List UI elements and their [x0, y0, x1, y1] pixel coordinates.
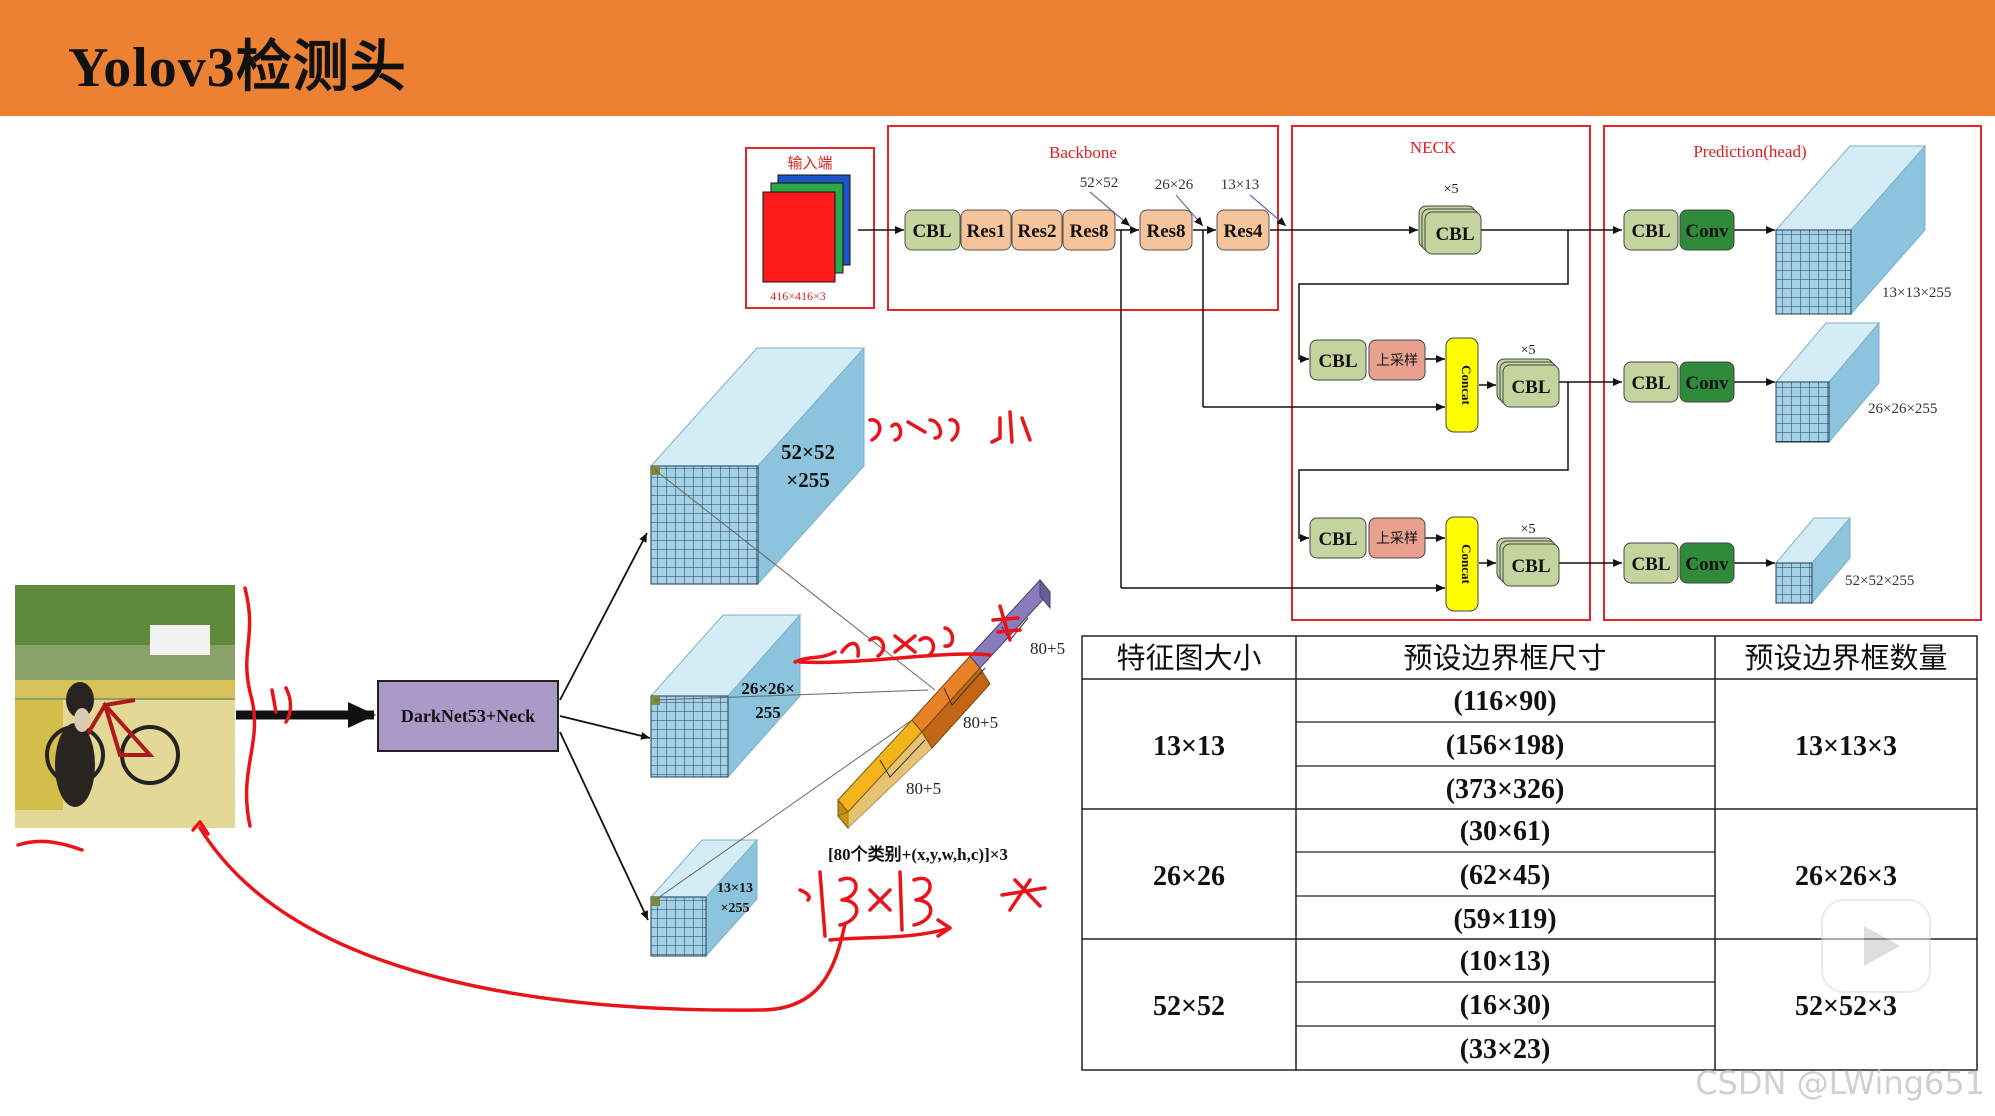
feature-cube-mid: 26×26× 255 [649, 613, 802, 779]
neck-upsample-bottom: 上采样 [1376, 531, 1418, 547]
bar-label-mid: 80+5 [963, 713, 998, 732]
darknet-neck-box: DarkNet53+Neck [236, 680, 559, 752]
anchor-vector-bars: 80+5 80+5 80+5 [80个类别+(x,y,w,h,c)]×3 [654, 469, 1065, 901]
table-count-13: 13×13×3 [1795, 731, 1897, 762]
input-photo [15, 585, 235, 828]
table-anchor-1-1: (62×45) [1460, 860, 1551, 891]
title-bar: Yolov3检测头 [0, 0, 1995, 116]
table-count-52: 52×52×3 [1795, 991, 1897, 1022]
table-header-anchors: 预设边界框尺寸 [1403, 641, 1606, 675]
head-output-label-3: 52×52×255 [1845, 573, 1914, 589]
table-size-52: 52×52 [1153, 991, 1225, 1022]
backbone-blocks: CBL Res1 Res2 Res8 Res8 Res4 52×52 26×26… [858, 175, 1287, 251]
table-header-size: 特征图大小 [1116, 641, 1261, 675]
table-anchor-1-0: (30×61) [1460, 816, 1551, 847]
backbone-label: Backbone [1049, 143, 1117, 162]
neck-cbl-top-text: CBL [1435, 224, 1474, 245]
neck-frame [1291, 125, 1591, 621]
backbone-block-cbl: CBL [912, 221, 951, 242]
head-output-label-1: 13×13×255 [1882, 285, 1951, 301]
bar-label-top: 80+5 [1030, 639, 1065, 658]
neck-concat-mid: Concat [1459, 365, 1474, 405]
repeat-label-top: ×5 [1444, 182, 1459, 197]
neck-row-mid: CBL 上采样 Concat ×5 CBL [1309, 337, 1560, 433]
cube-large-line-2: ×255 [786, 468, 829, 492]
table-header-count: 预设边界框数量 [1744, 641, 1947, 675]
input-label: 输入端 [787, 155, 832, 172]
head-cbl-1: CBL [1631, 221, 1670, 242]
head-conv-1: Conv [1685, 221, 1729, 242]
cube-small-line-2: ×255 [721, 901, 750, 916]
head-frame [1603, 125, 1982, 621]
head-output-label-2: 26×26×255 [1868, 401, 1937, 417]
backbone-block-res2: Res2 [1017, 221, 1056, 242]
input-stage: 输入端 416×416×3 [745, 147, 875, 309]
handwritten-annotations [16, 410, 1047, 1012]
backbone-block-res8-a: Res8 [1069, 221, 1108, 242]
neck-concat-bottom: Concat [1459, 544, 1474, 584]
backbone-block-res1: Res1 [966, 221, 1005, 242]
head-conv-2: Conv [1685, 373, 1729, 394]
table-size-26: 26×26 [1153, 861, 1225, 892]
formula-label: [80个类别+(x,y,w,h,c)]×3 [828, 844, 1008, 864]
cube-small-line-1: 13×13 [717, 881, 753, 896]
table-anchor-2-1: (16×30) [1460, 990, 1551, 1021]
page-title: Yolov3检测头 [68, 37, 407, 99]
head-label: Prediction(head) [1693, 142, 1806, 161]
cube-large-line-1: 52×52 [781, 440, 835, 464]
neck-cbl-stack-mid: CBL [1511, 377, 1550, 398]
video-play-button[interactable] [1821, 899, 1931, 993]
scale-label-13: 13×13 [1221, 177, 1259, 193]
anchor-table: 特征图大小 预设边界框尺寸 预设边界框数量 13×13 (116×90) (15… [1081, 635, 1978, 1071]
table-size-13: 13×13 [1153, 731, 1225, 762]
repeat-label-bottom: ×5 [1521, 522, 1536, 537]
darknet-label: DarkNet53+Neck [401, 706, 535, 726]
input-size: 416×416×3 [770, 289, 826, 303]
neck-row-bottom: CBL 上采样 Concat ×5 CBL [1309, 516, 1560, 612]
feature-cube-small: 13×13 ×255 [649, 838, 759, 958]
table-anchor-2-0: (10×13) [1460, 946, 1551, 977]
neck-cbl-bottom: CBL [1318, 529, 1357, 550]
head-cbl-2: CBL [1631, 373, 1670, 394]
head-output-cube-3: 52×52×255 [1774, 516, 1914, 605]
table-anchor-0-2: (373×326) [1446, 774, 1565, 805]
darknet-output-arrows [559, 532, 651, 921]
neck-cbl-mid: CBL [1318, 351, 1357, 372]
watermark: CSDN @LWing651 [1695, 1064, 1985, 1102]
scale-label-52: 52×52 [1080, 175, 1118, 191]
head-output-cube-1: 13×13×255 [1774, 144, 1951, 316]
cube-mid-line-1: 26×26× [741, 679, 794, 698]
feature-cube-large: 52×52 ×255 [649, 346, 866, 586]
neck-upsample-mid: 上采样 [1376, 353, 1418, 369]
table-count-26: 26×26×3 [1795, 861, 1897, 892]
neck-label: NECK [1410, 138, 1457, 157]
table-anchor-2-2: (33×23) [1460, 1034, 1551, 1065]
cube-mid-line-2: 255 [755, 703, 781, 722]
table-anchor-0-1: (156×198) [1446, 730, 1565, 761]
scale-label-26: 26×26 [1155, 177, 1194, 193]
backbone-block-res4: Res4 [1223, 221, 1263, 242]
head-conv-3: Conv [1685, 554, 1729, 575]
neck-cbl-stack-top: ×5 CBL [1418, 182, 1482, 255]
connection-lines [1120, 226, 1775, 592]
head-rows: CBL Conv CBL Conv CBL Conv [1623, 209, 1735, 584]
backbone-block-res8-b: Res8 [1146, 221, 1185, 242]
table-anchor-0-0: (116×90) [1453, 686, 1556, 717]
neck-cbl-stack-bottom: CBL [1511, 556, 1550, 577]
table-anchor-1-2: (59×119) [1453, 904, 1556, 935]
bar-label-bottom: 80+5 [906, 779, 941, 798]
head-output-cube-2: 26×26×255 [1774, 321, 1937, 444]
repeat-label-mid: ×5 [1521, 343, 1536, 358]
head-cbl-3: CBL [1631, 554, 1670, 575]
